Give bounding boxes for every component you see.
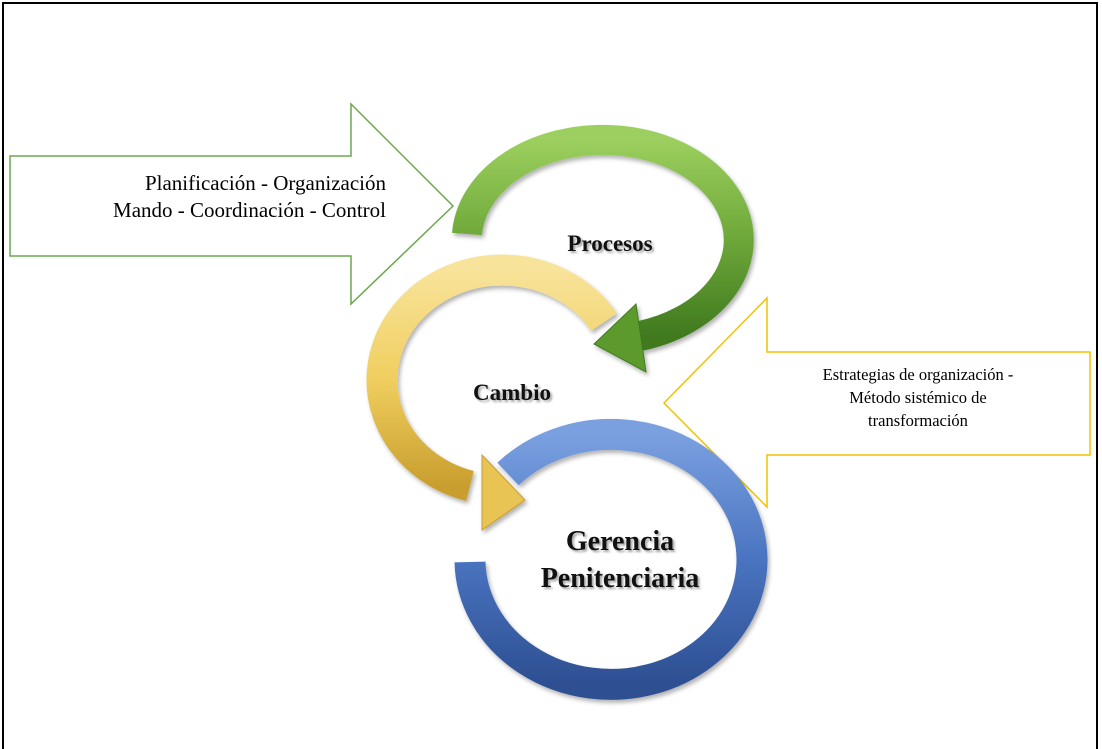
left-callout-line: Mando - Coordinación - Control — [113, 198, 386, 222]
cambio-ring — [366, 254, 617, 531]
procesos-ring — [452, 124, 754, 373]
procesos-label: Procesos — [567, 231, 653, 256]
procesos-arrow-head — [593, 302, 647, 373]
right-callout-text: Estrategias de organización - Método sis… — [768, 363, 1068, 432]
gerencia-ring — [454, 418, 768, 700]
right-callout-line: Método sistémico de — [849, 388, 987, 407]
cambio-label: Cambio — [473, 380, 551, 405]
right-callout-line: transformación — [868, 411, 968, 430]
left-callout-text: Planificación - Organización Mando - Coo… — [20, 170, 386, 224]
left-callout-line: Planificación - Organización — [144, 171, 386, 195]
right-callout-line: Estrategias de organización - — [822, 365, 1014, 384]
gerencia-label-line: Gerencia — [565, 526, 675, 557]
gerencia-label-line: Penitenciaria — [540, 563, 700, 594]
left-callout-arrow — [9, 102, 455, 306]
gerencia-label: Gerencia Penitenciaria — [505, 523, 735, 597]
cambio-arrow-head — [481, 453, 526, 531]
